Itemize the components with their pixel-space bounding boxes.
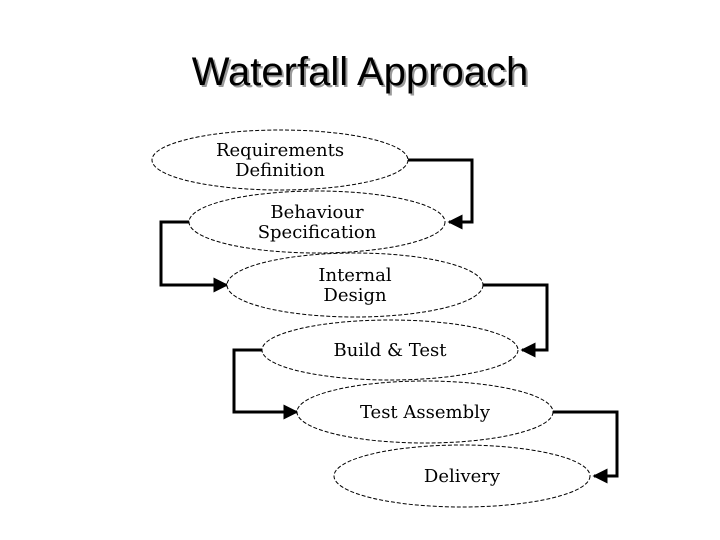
stage-group: Delivery Test Assembly Build & Test Interna… — [151, 129, 591, 508]
stage-ellipse — [296, 380, 554, 444]
connector-arrow-5 — [549, 410, 619, 484]
stage-ellipse — [188, 190, 446, 254]
stage-4: Build & Test — [261, 319, 519, 381]
stage-ellipse — [151, 129, 409, 191]
stage-label: Definition — [235, 160, 325, 181]
stage-label: Build & Test — [333, 340, 447, 361]
page-title: Waterfall Approach — [191, 50, 529, 94]
stage-ellipse — [261, 319, 519, 381]
stage-label: Delivery — [424, 466, 501, 487]
connector-arrow-1 — [404, 158, 474, 230]
stage-label: Specification — [258, 222, 377, 243]
connector-arrow-2 — [159, 220, 229, 293]
stage-6: Delivery — [333, 444, 591, 508]
connector-group — [159, 158, 619, 484]
stage-label: Requirements — [216, 140, 344, 161]
stage-label: Internal — [318, 265, 392, 286]
connector-arrow-3 — [479, 283, 549, 358]
stage-ellipse — [333, 444, 591, 508]
stage-5: Test Assembly — [296, 380, 554, 444]
connector-arrow-4 — [232, 348, 299, 420]
stage-label: Design — [323, 285, 387, 306]
stage-ellipse — [226, 252, 484, 318]
stage-label: Test Assembly — [360, 402, 491, 423]
stage-label: Behaviour — [270, 202, 364, 223]
